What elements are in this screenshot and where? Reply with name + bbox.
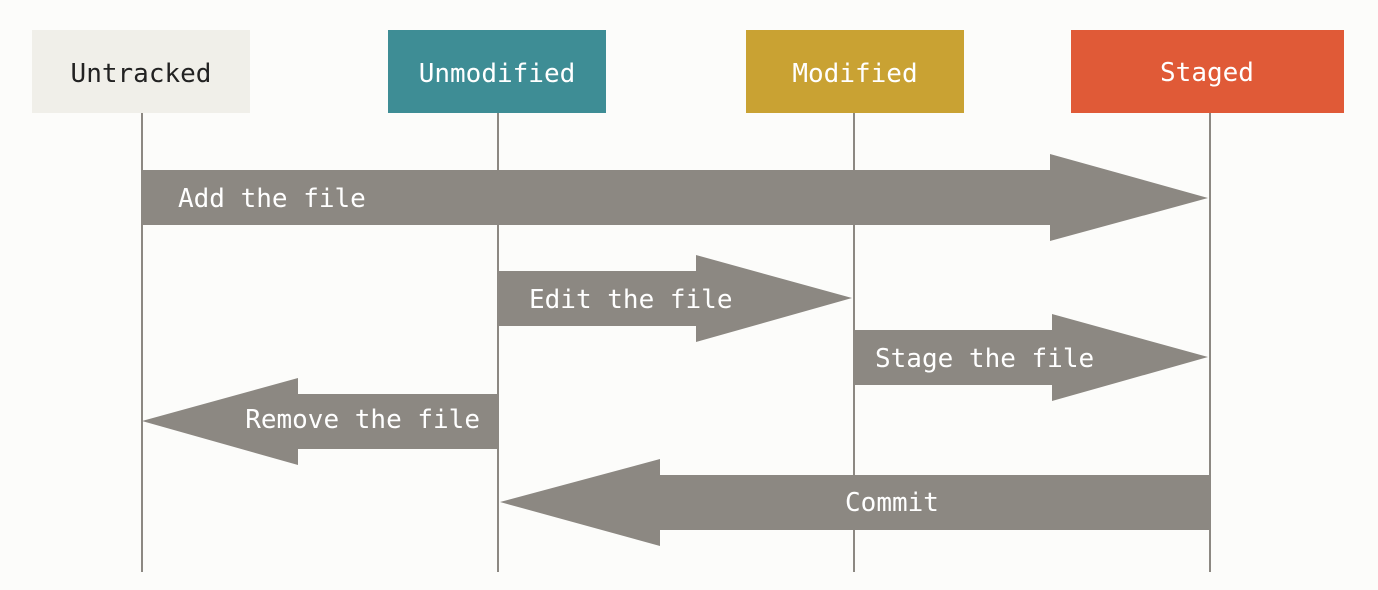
arrow-remove <box>142 378 498 465</box>
state-untracked: Untracked <box>32 30 250 113</box>
arrow-edit <box>498 255 852 342</box>
state-staged: Staged <box>1071 30 1344 113</box>
arrow-commit <box>500 459 1210 546</box>
state-label-modified: Modified <box>792 59 917 89</box>
arrow-label-add: Add the file <box>178 184 366 214</box>
state-unmodified: Unmodified <box>388 30 606 113</box>
arrow-add <box>142 154 1208 241</box>
transition-edit: Edit the file <box>498 255 852 342</box>
arrow-label-stage: Stage the file <box>875 344 1094 374</box>
arrow-label-commit: Commit <box>845 488 939 518</box>
transition-stage: Stage the file <box>854 314 1208 401</box>
arrow-label-edit: Edit the file <box>529 285 733 315</box>
state-headers: Untracked Unmodified Modified Staged <box>32 30 1344 113</box>
state-box-modified <box>746 30 964 113</box>
transition-remove: Remove the file <box>142 378 498 465</box>
arrow-stage <box>854 314 1208 401</box>
transition-commit: Commit <box>500 459 1210 546</box>
state-box-staged <box>1071 30 1344 113</box>
state-modified: Modified <box>746 30 964 113</box>
transition-arrows: Add the file Edit the file Stage the fil… <box>142 154 1210 546</box>
state-label-untracked: Untracked <box>71 59 212 89</box>
arrow-label-remove: Remove the file <box>245 405 480 435</box>
state-box-unmodified <box>388 30 606 113</box>
state-label-staged: Staged <box>1160 58 1254 88</box>
state-box-untracked <box>32 30 250 113</box>
state-label-unmodified: Unmodified <box>419 59 576 89</box>
transition-add: Add the file <box>142 154 1208 241</box>
